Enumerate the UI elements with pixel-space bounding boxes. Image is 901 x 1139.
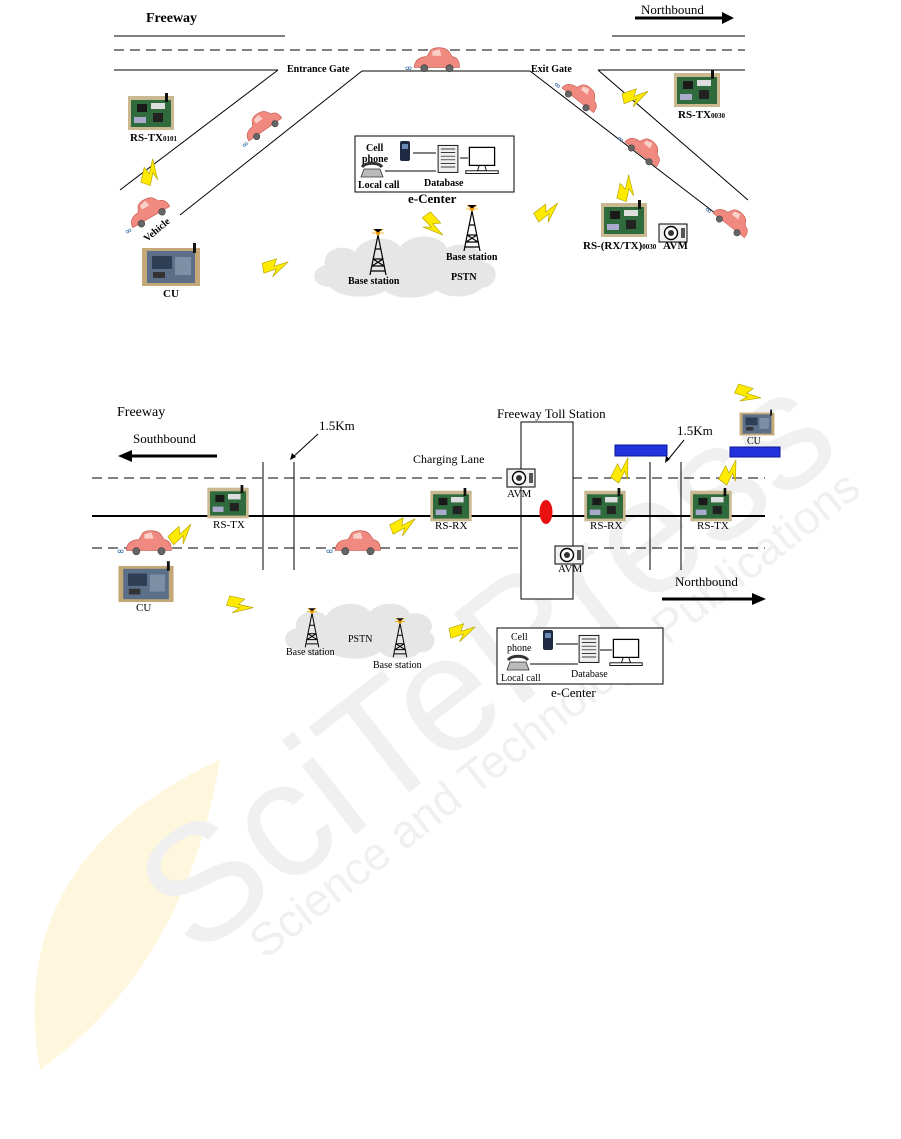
bottom-database-label: Database <box>571 669 608 680</box>
bottom-bolt-cu-left <box>224 593 256 620</box>
bottom-rs-tx-left-board <box>207 485 249 519</box>
bottom-distance-left-pointer <box>291 433 319 459</box>
top-bolt-left <box>138 156 165 188</box>
top-cu-label: CU <box>163 288 179 300</box>
top-bolt-cu <box>261 256 291 279</box>
top-bolt-rxtx-cloud <box>532 198 565 227</box>
top-car-exit-3 <box>704 194 756 242</box>
bottom-distance-left-pointer-head <box>290 453 296 460</box>
bottom-cu-right-device <box>739 409 775 436</box>
top-car-main <box>405 47 460 73</box>
top-entrance-gate-label: Entrance Gate <box>287 64 350 75</box>
bottom-rs-tx-left-label: RS-TX <box>213 519 245 531</box>
top-cell-phone-icon <box>400 141 410 161</box>
bottom-distance-right-pointer-head <box>665 456 670 463</box>
bottom-avm-top-label: AVM <box>507 488 531 500</box>
bottom-rs-rx-left-label: RS-RX <box>435 520 467 532</box>
top-e-center-label: e-Center <box>408 191 457 206</box>
bottom-blue-sign-left <box>614 444 668 457</box>
top-bolt-right <box>621 86 651 109</box>
bottom-distance-right-pointer <box>666 439 685 462</box>
top-car-exit-2 <box>616 123 668 171</box>
bottom-avm-bottom-label: AVM <box>558 563 582 575</box>
top-northbound-arrowhead <box>722 12 734 24</box>
bottom-toll-red-marker <box>539 500 553 524</box>
top-tower-2 <box>463 204 481 252</box>
top-rs-rxtx-label: RS-(RX/TX)0030 <box>583 240 657 252</box>
top-freeway-label: Freeway <box>146 11 197 26</box>
bottom-local-call-label: Local call <box>501 673 541 684</box>
top-bolt-rxtx-car <box>614 172 641 204</box>
top-base-station-label-1: Base station <box>348 276 400 287</box>
top-avm-label: AVM <box>663 240 688 252</box>
bottom-cu-left-label: CU <box>136 602 151 614</box>
bottom-cu-left-device <box>118 561 174 603</box>
bottom-car-left <box>117 530 172 556</box>
bottom-rs-rx-right-label: RS-RX <box>590 520 622 532</box>
bottom-freeway-label: Freeway <box>117 405 165 420</box>
bottom-cell-phone-label-1: Cell <box>511 632 528 643</box>
bottom-cell-phone-icon <box>543 630 553 650</box>
bottom-pstn-label: PSTN <box>348 634 372 645</box>
top-e-center-wires <box>385 152 468 172</box>
top-rs-tx-right-label: RS-TX0030 <box>678 109 726 121</box>
bottom-rs-rx-right-board <box>584 488 626 522</box>
bottom-cell-phone-label-2: phone <box>507 643 532 654</box>
bottom-southbound-arrowhead <box>118 450 132 462</box>
top-rs-tx-right-board <box>674 70 720 107</box>
bottom-distance-right-label: 1.5Km <box>677 423 713 438</box>
bottom-rs-tx-right-board <box>690 488 732 522</box>
top-rs-tx-left-board <box>128 93 174 130</box>
bottom-cu-right-label: CU <box>747 436 762 447</box>
top-rs-rxtx-board <box>601 200 647 237</box>
bottom-car-middle <box>326 530 381 556</box>
top-cu-device <box>142 243 200 286</box>
top-diagram: Freeway Northbound Entrance Gate Exit Ga… <box>114 2 756 300</box>
bottom-rs-rx-left-board <box>430 488 472 522</box>
top-exit-gate-label: Exit Gate <box>531 64 572 75</box>
top-car-entrance <box>232 103 285 149</box>
bottom-road <box>92 462 765 570</box>
bottom-blue-sign-right <box>729 446 781 458</box>
bottom-diagram: Freeway Southbound Northbound 1.5Km 1.5K… <box>92 381 781 700</box>
bottom-base-station-label-2: Base station <box>373 660 422 671</box>
bottom-southbound-label: Southbound <box>133 431 196 446</box>
bottom-northbound-arrowhead <box>752 593 766 605</box>
bottom-distance-left-label: 1.5Km <box>319 418 355 433</box>
top-database-label: Database <box>424 178 464 189</box>
bottom-avm-top-icon <box>506 468 536 488</box>
top-server-icon <box>437 144 459 173</box>
bottom-bolt-rs-rx-left <box>388 513 420 540</box>
bottom-toll-station-label: Freeway Toll Station <box>497 406 606 421</box>
bottom-base-station-label-1: Base station <box>286 647 335 658</box>
bottom-bolt-rs-tx-left <box>166 519 199 550</box>
bottom-rs-tx-right-label: RS-TX <box>697 520 729 532</box>
bottom-e-center-wires <box>530 643 612 665</box>
top-pstn-label: PSTN <box>451 272 477 283</box>
bottom-avm-bottom-icon <box>554 545 584 565</box>
top-local-call-label: Local call <box>358 180 400 191</box>
top-rs-tx-left-label: RS-TX0101 <box>130 132 178 144</box>
top-base-station-label-2: Base station <box>446 252 498 263</box>
top-northbound-label: Northbound <box>641 2 704 17</box>
top-cell-phone-label-2: phone <box>362 154 389 165</box>
bottom-server-icon <box>578 634 600 663</box>
bottom-northbound-label: Northbound <box>675 574 738 589</box>
top-cell-phone-label-1: Cell <box>366 143 383 154</box>
top-pstn-cloud <box>314 236 496 298</box>
bottom-e-center-label: e-Center <box>551 685 596 700</box>
bottom-charging-lane-label: Charging Lane <box>413 452 484 466</box>
